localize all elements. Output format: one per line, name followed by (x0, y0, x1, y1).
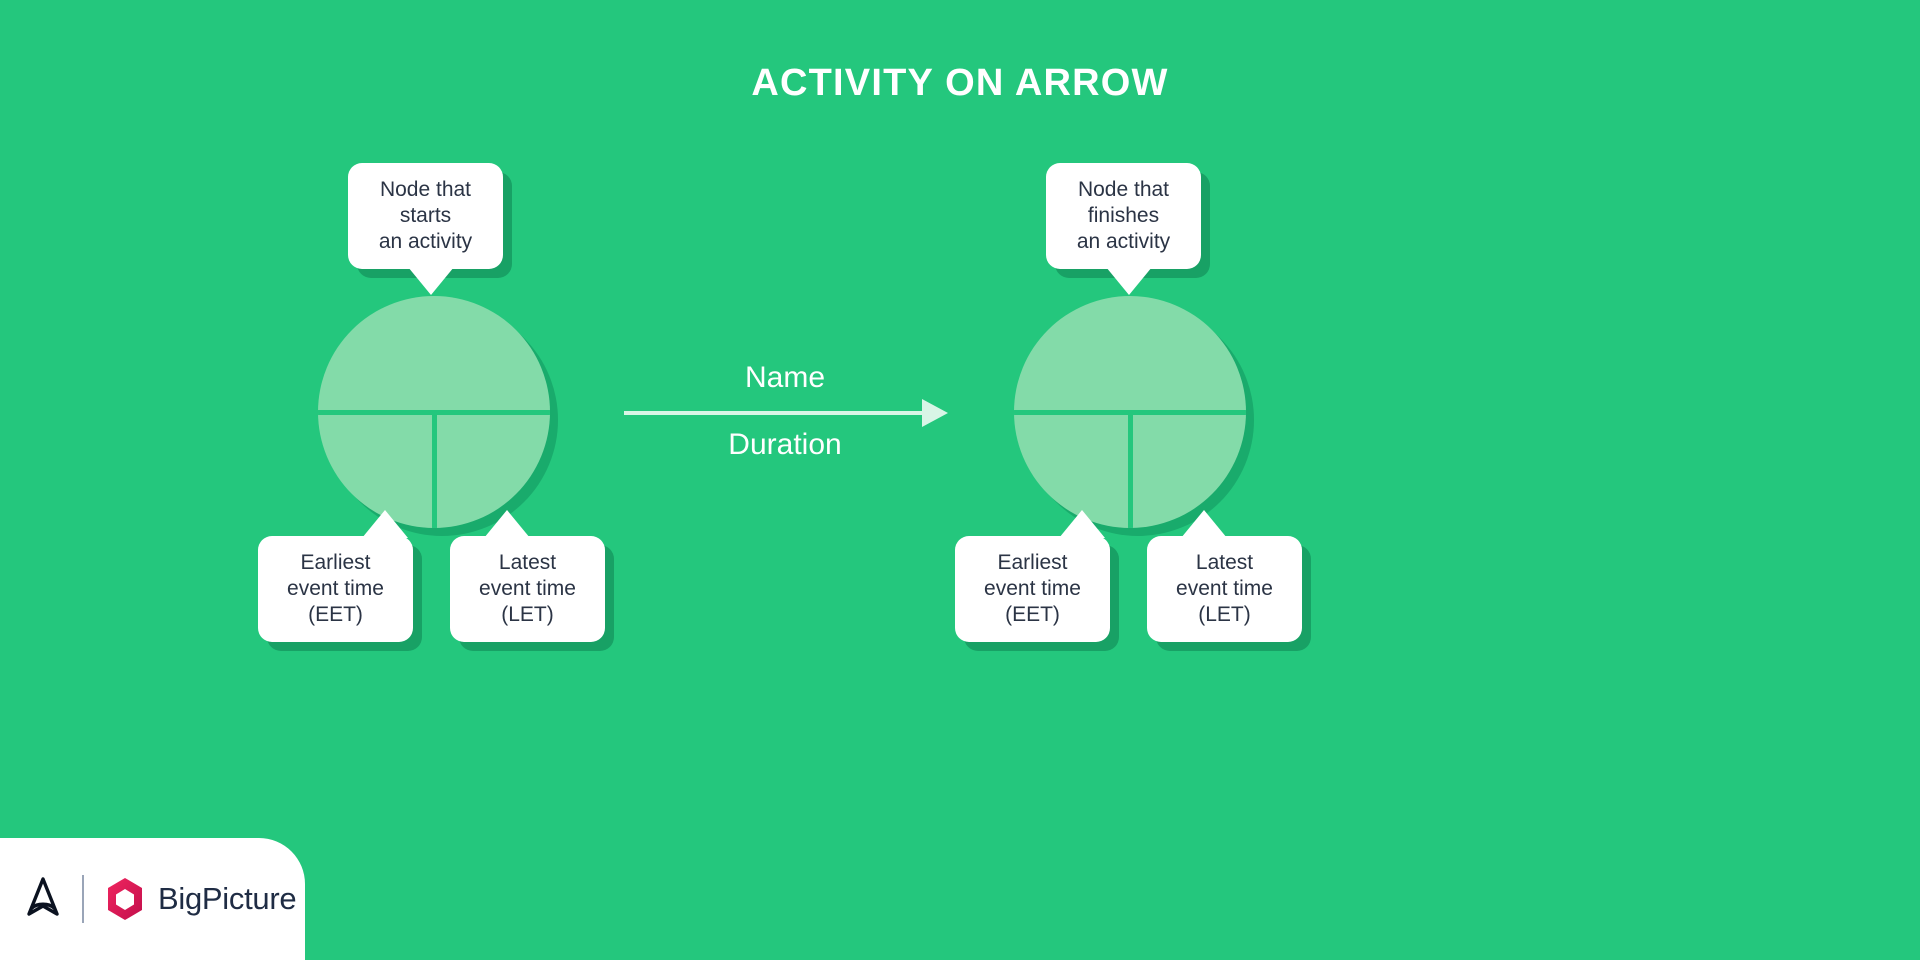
start-node-let-bubble: Latest event time (LET) (450, 510, 605, 642)
bubble-line: Node that (1077, 178, 1170, 201)
bubble-line: Latest (1195, 551, 1254, 574)
bubble-line: Earliest (300, 551, 371, 574)
bubble-line: (LET) (1198, 603, 1251, 626)
bubble-tail-up-icon (484, 510, 530, 538)
bubble-line: event time (287, 577, 384, 600)
bubble-line: event time (479, 577, 576, 600)
start-node-circle (318, 296, 550, 528)
bubble-line: Node that (379, 178, 472, 201)
bubble-line: Earliest (997, 551, 1068, 574)
start-node (318, 296, 558, 536)
page-title: ACTIVITY ON ARROW (751, 62, 1169, 104)
start-node-vertical-divider (432, 412, 437, 528)
bubble-line: (EET) (1005, 603, 1060, 626)
bubble-line: event time (984, 577, 1081, 600)
arrow-name-label: Name (744, 361, 826, 394)
finish-node-eet-bubble: Earliest event time (EET) (955, 510, 1110, 642)
bubble-tail-up-icon (1181, 510, 1227, 538)
arrow-head-icon (922, 399, 948, 427)
finish-node-let-bubble: Latest event time (LET) (1147, 510, 1302, 642)
bubble-tail-up-icon (1059, 510, 1105, 538)
bubble-line: Latest (498, 551, 557, 574)
finish-node-vertical-divider (1128, 412, 1133, 528)
bigpicture-hexagon-icon (102, 876, 148, 922)
bubble-line: finishes (1087, 204, 1160, 227)
arrow-line (624, 411, 924, 415)
brand-logo-panel: BigPicture (0, 838, 305, 960)
bubble-line: (EET) (308, 603, 363, 626)
activity-arrow: Name Duration (624, 355, 948, 475)
finish-node-circle (1014, 296, 1246, 528)
finish-node-description-bubble: Node that finishes an activity (1046, 163, 1201, 295)
bubble-line: starts (399, 204, 452, 227)
bubble-line: (LET) (501, 603, 554, 626)
bubble-line: an activity (1076, 230, 1171, 253)
bubble-tail-down-icon (1106, 267, 1152, 295)
appfire-arrowhead-icon (18, 874, 68, 924)
start-node-eet-bubble: Earliest event time (EET) (258, 510, 413, 642)
bubble-tail-up-icon (362, 510, 408, 538)
finish-node (1014, 296, 1254, 536)
product-name: BigPicture (158, 881, 297, 916)
logo-divider (82, 875, 84, 923)
start-node-description-bubble: Node that starts an activity (348, 163, 503, 295)
bubble-tail-down-icon (408, 267, 454, 295)
bubble-line: event time (1176, 577, 1273, 600)
bubble-line: an activity (378, 230, 473, 253)
arrow-duration-label: Duration (728, 428, 842, 461)
